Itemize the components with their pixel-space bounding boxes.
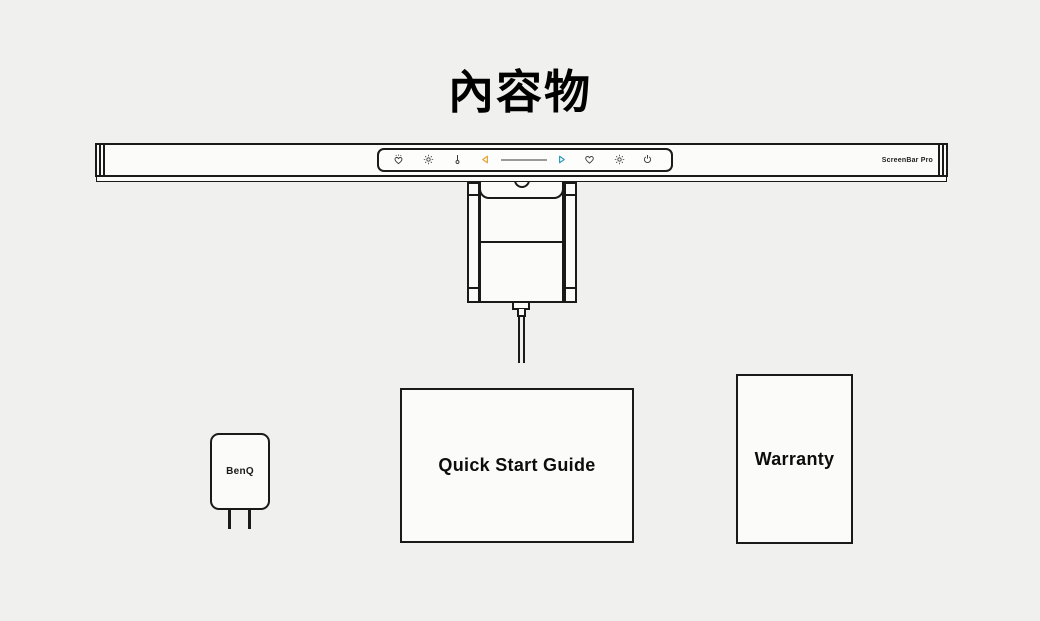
clamp-divider: [481, 241, 562, 243]
screenbar-body: ScreenBar Pro: [95, 143, 948, 177]
bar-right-endcap: [938, 145, 944, 175]
adapter-prong-left: [228, 510, 231, 529]
rail-divider-top: [469, 194, 478, 196]
heart-icon: [584, 154, 595, 165]
brightness-icon: [423, 154, 434, 165]
warranty-label: Warranty: [754, 448, 835, 469]
bar-left-endcap: [99, 145, 105, 175]
rail-divider-top: [566, 194, 575, 196]
usb-cable: [518, 316, 525, 363]
adapter-prong-right: [248, 510, 251, 529]
favorite-mode-icon: [393, 154, 404, 165]
screenbar-pro-label: ScreenBar Pro: [881, 157, 933, 164]
control-panel: [377, 148, 673, 172]
slider-line: [501, 159, 547, 161]
increase-triangle-icon: [556, 154, 567, 165]
clamp-body: [479, 177, 564, 303]
auto-brightness-icon: [614, 154, 625, 165]
decrease-triangle-icon: [480, 154, 491, 165]
rail-divider-bottom: [566, 287, 575, 289]
warranty-card: Warranty: [736, 374, 853, 544]
clamp-hook-notch: [514, 179, 530, 188]
bar-bottom-lip: [96, 177, 947, 182]
quick-start-guide-label: Quick Start Guide: [438, 455, 596, 475]
quick-start-guide-booklet: Quick Start Guide: [400, 388, 634, 543]
page-title: 內容物: [448, 66, 592, 118]
power-adapter: BenQ: [210, 433, 270, 510]
cable-connector-inner: [517, 309, 526, 317]
color-temp-icon: [452, 154, 463, 165]
power-icon: [642, 154, 653, 165]
rail-divider-bottom: [469, 287, 478, 289]
clamp-right-rail: [564, 182, 577, 303]
clamp-flap: [479, 179, 564, 199]
benq-logo: BenQ: [226, 466, 254, 477]
